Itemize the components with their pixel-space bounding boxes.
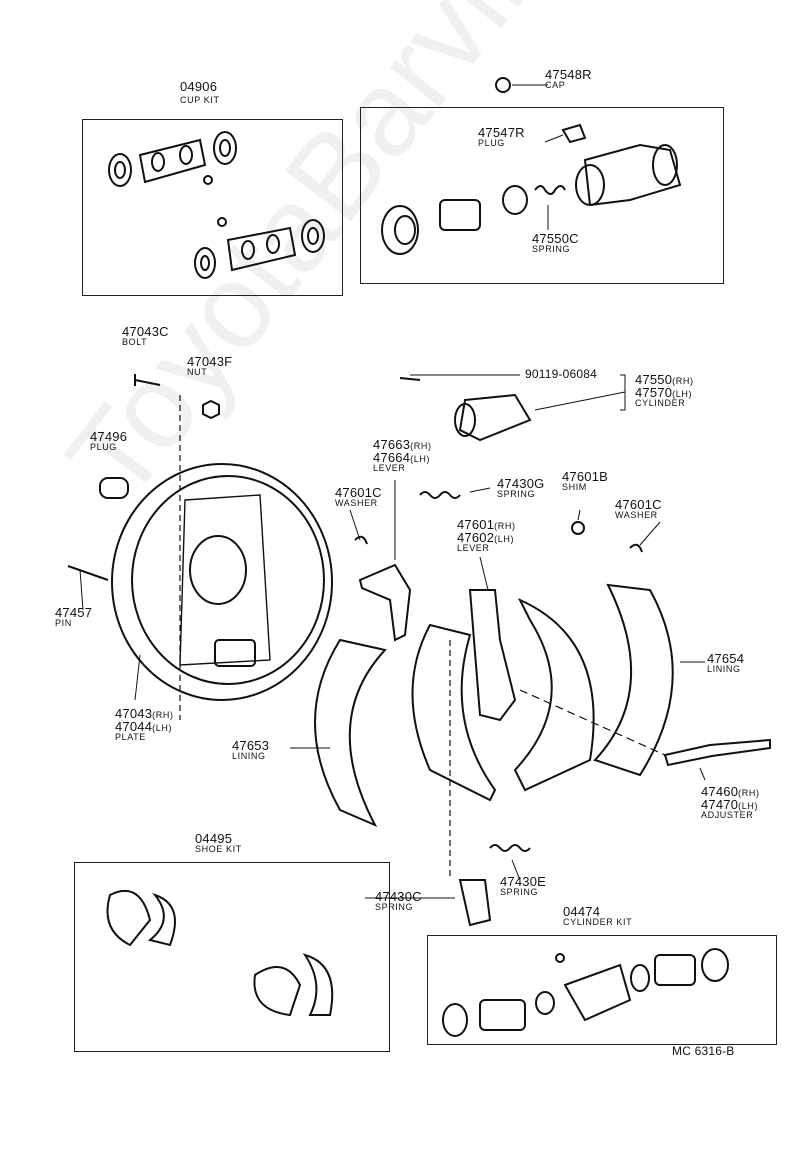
cup-kit-parts-bottom: [194, 217, 325, 279]
backing-plate: [111, 463, 333, 701]
cylinder-kit-box: [427, 935, 777, 1045]
lever-47601: [468, 589, 517, 722]
spring-47430e: [489, 844, 531, 852]
wheel-cylinder-47550: [399, 377, 532, 442]
lining-47653: [314, 638, 387, 828]
pin-47457: [67, 565, 109, 581]
cap-47548r: [495, 77, 511, 93]
label-90119-06084: 90119-06084: [525, 367, 598, 381]
brake-shoe-right: [513, 597, 595, 792]
shoe-kit-box: [74, 862, 390, 1052]
lining-47654: [593, 583, 674, 777]
cup-kit-parts-top: [108, 131, 237, 187]
washer-47601c-b: [629, 543, 643, 553]
label-47460: 47460(RH)47470(LH)ADJUSTER: [701, 784, 760, 820]
brake-shoe-left: [411, 623, 497, 802]
shoe-kit-parts: [106, 890, 334, 1017]
spring-47430c: [458, 879, 492, 927]
wheel-cylinder-parts: [381, 123, 682, 255]
label-47550: 47550(RH)47570(LH)CYLINDER: [635, 372, 694, 408]
drawing-code: MC 6316-B: [672, 1044, 735, 1058]
lever-47663: [358, 563, 412, 642]
wheel-cylinder-parts-box: [360, 107, 724, 284]
washer-47601c-a: [354, 535, 368, 545]
bolt-47043c: [134, 374, 161, 386]
cup-kit-box: [82, 119, 343, 296]
cylinder-kit-parts: [442, 948, 729, 1037]
label-47601: 47601(RH)47602(LH)LEVER: [457, 517, 516, 553]
label-47663: 47663(RH)47664(LH)LEVER: [373, 437, 432, 473]
shim-47601b: [571, 521, 585, 535]
nut-47043f: [202, 399, 220, 420]
plug-47496: [99, 477, 129, 499]
spring-47430g: [419, 491, 461, 499]
label-47043: 47043(RH)47044(LH)PLATE: [115, 706, 174, 742]
adjuster-47460: [663, 738, 771, 767]
